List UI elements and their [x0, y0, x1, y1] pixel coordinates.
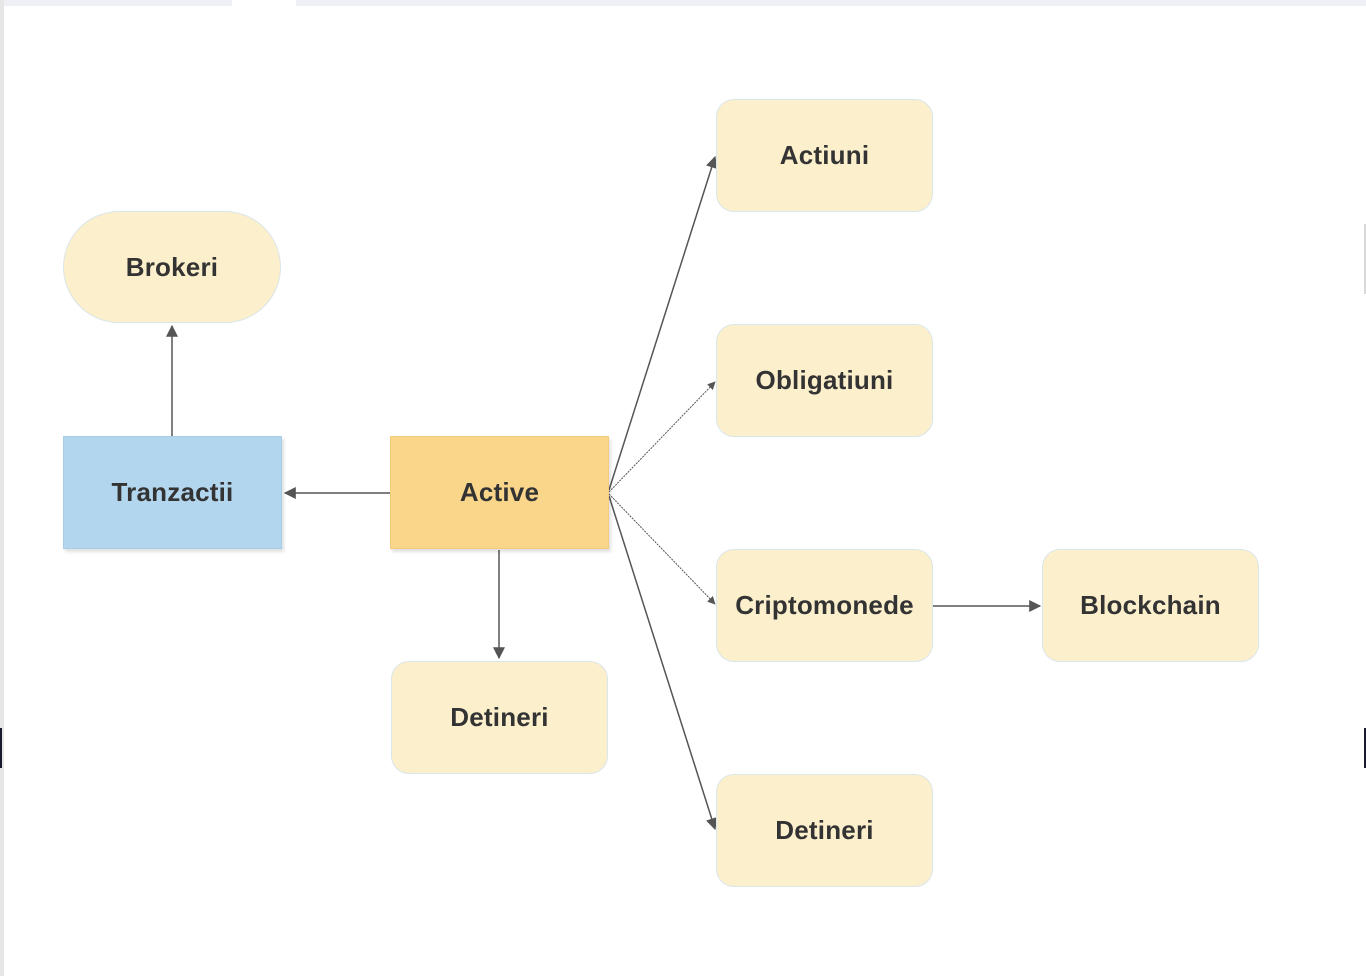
node-active-label: Active: [459, 477, 540, 507]
edge-active-actiuni: [608, 155, 718, 491]
edge-mark-left: [0, 728, 2, 768]
node-obligatiuni[interactable]: Obligatiuni: [716, 324, 933, 437]
node-actiuni[interactable]: Actiuni: [716, 99, 933, 212]
top-strip-segment: [232, 0, 296, 6]
node-detineri-right[interactable]: Detineri: [716, 774, 933, 887]
edge-active-obligatiuni: [608, 381, 716, 493]
node-active[interactable]: Active: [390, 436, 609, 549]
edge-active-detineri-right: [608, 495, 718, 831]
node-blockchain-label: Blockchain: [1080, 590, 1221, 620]
node-criptomonede[interactable]: Criptomonede: [716, 549, 933, 662]
node-criptomonede-label: Criptomonede: [735, 590, 914, 620]
edge-mark-right-top: [1364, 224, 1366, 294]
top-strip: [0, 0, 1366, 6]
node-tranzactii-label: Tranzactii: [111, 477, 234, 507]
node-tranzactii[interactable]: Tranzactii: [63, 436, 282, 549]
node-brokeri-label: Brokeri: [125, 251, 219, 282]
edge-active-criptomonede: [608, 493, 716, 605]
node-actiuni-label: Actiuni: [779, 140, 870, 170]
node-blockchain[interactable]: Blockchain: [1042, 549, 1259, 662]
node-brokeri[interactable]: Brokeri: [63, 211, 281, 323]
node-obligatiuni-label: Obligatiuni: [755, 365, 894, 395]
edge-mark-right: [1364, 728, 1366, 768]
left-border: [0, 0, 4, 976]
node-detineri-left-label: Detineri: [450, 702, 549, 732]
node-detineri-right-label: Detineri: [775, 815, 874, 845]
node-detineri-left[interactable]: Detineri: [391, 661, 608, 774]
